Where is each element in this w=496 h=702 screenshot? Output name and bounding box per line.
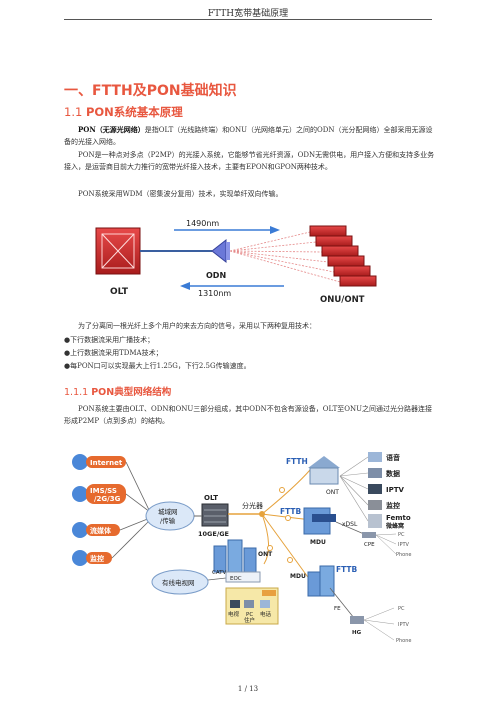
subsubsection-number: 1.1.1 [64,387,89,398]
subsubsection-text: PON典型网络结构 [91,387,172,398]
olt-interface-label: 10GE/GE [198,530,229,538]
ftth-label: FTTH [286,457,308,466]
metro-label: 城域网 [158,507,178,516]
pon-definition-text: 是指OLT（光线路终端）和ONU（光网络单元）之间的ODN（光分配网络）全部采用… [64,126,433,146]
ims-label: IMS/SS [90,487,117,495]
voice-phone-icon [368,452,382,462]
pc-label-1: PC [398,532,405,538]
olt-label: OLT [110,287,129,297]
service-femto-sub: 微蜂窝 [385,522,404,530]
metro-label-2: /传输 [160,516,176,525]
ont-label-1: ONT [326,489,339,496]
catv-label: CATV [212,570,227,576]
fttb-building-icon [303,507,336,535]
fe-label: FE [334,606,341,612]
xdsl-label: xDSL [342,521,358,528]
ont-label-2: ONT [258,551,273,558]
stream-globe-icon [72,522,88,538]
header-rule [64,19,432,20]
stream-label: 流媒体 [90,526,112,535]
cpe-label: CPE [364,542,375,548]
paragraph-pon-structure: PON系统主要由OLT、ODN和ONU三部分组成，其中ODN不包含有源设备，OL… [64,405,433,425]
data-pc-icon [368,468,382,478]
pc-label-2: PC [398,606,405,612]
subsection-title: 1.1 PON系统基本原理 [64,104,183,120]
monitor-globe-icon [72,550,88,566]
phone-label-2: Phone [396,638,412,644]
subsection-number: 1.1 [64,105,83,119]
odn-label: ODN [206,271,226,280]
iptv-label-1: IPTV [398,542,410,548]
eoc-device-icon [225,571,261,583]
service-femto: Femto [386,514,411,522]
olt-label-2: OLT [204,494,218,502]
paragraph-wdm: PON系统采用WDM（密集波分复用）技术，实现单纤双向传输。 [78,190,283,198]
onu-label: ONU/ONT [320,295,365,305]
catv-network-cloud [151,569,209,595]
catv-network-label: 有线电视网 [162,578,195,587]
residential-buildings-icon [213,539,257,573]
internet-globe-icon [72,454,88,470]
home-phone-label: 电话 [260,610,272,618]
bullet-downstream: ●下行数据流采用广播技术； [64,336,155,344]
service-iptv: IPTV [386,486,405,494]
home-tv-label: 电视 [228,610,240,618]
home-pc-label: PC [246,612,253,618]
fttb-building-icon-2 [307,565,335,597]
downstream-wavelength: 1490nm [186,219,219,228]
metro-network-cloud [145,501,195,531]
hg-label: HG [352,630,362,636]
fttb-label-1: FTTB [280,507,302,516]
fiber-fanout [229,231,341,283]
monitor-label: 监控 [90,554,104,563]
paragraph-multiplexing: 为了分离同一根光纤上多个用户的来去方向的信号，采用以下两种复用技术： [78,322,316,330]
subsubsection-title: 1.1.1 PON典型网络结构 [64,384,171,398]
ftth-house-icon [308,456,340,485]
subsection-text: PON系统基本原理 [85,105,183,119]
ims-label-2: /2G/3G [94,495,121,503]
bullet-speed: ●每PON口可以实现最大上行1.25G，下行2.5G传输速度。 [64,362,251,370]
olt-rack-icon [201,503,229,527]
eoc-terminal-icon [262,590,276,596]
upstream-wavelength: 1310nm [198,289,231,298]
service-data: 数据 [386,469,400,478]
internet-label: Internet [90,459,123,467]
onu-devices-icon [309,225,377,287]
mdu-label-2: MDU [290,573,306,580]
pon-architecture-figure: OLT 1490nm ODN 1310nm ONU/ONT [95,219,377,305]
bullet-upstream: ●上行数据流采用TDMA技术； [64,349,163,357]
paragraph-pon-description: PON是一种点对多点（P2MP）的光接入系统，它能够节省光纤资源，ODN无需供电… [64,151,435,171]
iptv-tv-icon [368,484,382,494]
section-title: 一、FTTH及PON基础知识 [64,83,237,99]
home-user-label: 住户 [244,616,255,624]
cpe-icon [362,532,376,538]
eoc-label: EOC [230,576,242,582]
camera-icon [368,500,382,510]
pon-network-figure: Internet IMS/SS /2G/3G 流媒体 监控 城域网 /传输 OL… [72,452,412,644]
splitter-icon [211,238,230,264]
hg-icon [350,616,364,624]
service-voice: 语音 [386,453,400,462]
service-monitor: 监控 [386,501,400,510]
femto-icon [368,514,382,528]
iptv-label-2: IPTV [398,622,410,628]
page-header: FTTH宽带基础原理 [207,9,289,19]
home-devices [230,600,270,608]
fttb-label-2: FTTB [336,565,358,574]
paragraph-pon-definition: PON（无源光网络）是指OLT（光线路终端）和ONU（光网络单元）之间的ODN（… [64,124,436,148]
phone-label-1: Phone [396,552,412,558]
olt-device-icon [95,227,141,275]
splitter-label: 分光器 [242,501,263,510]
page-number: 1 / 13 [237,685,259,693]
mdu-label-1: MDU [310,539,326,546]
ims-globe-icon [72,486,88,502]
pon-term: PON（无源光网络） [78,125,145,134]
